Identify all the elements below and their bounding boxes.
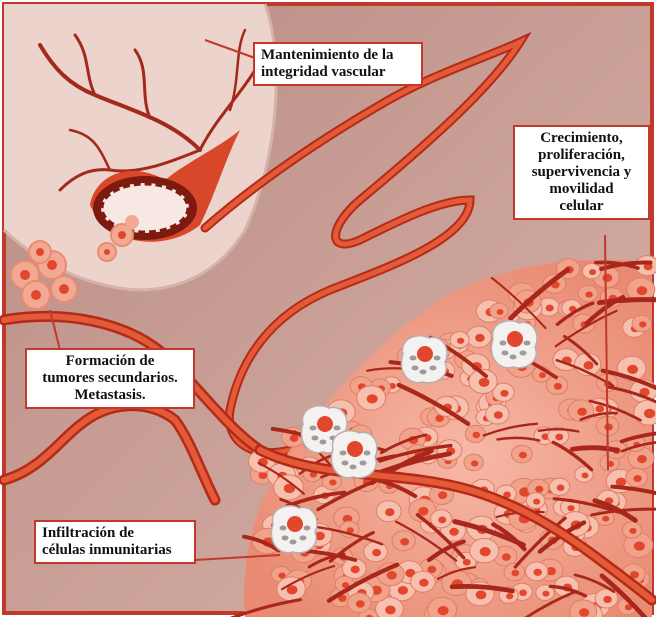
immune-cell <box>271 506 317 553</box>
label-immune-infiltration-line1: Infiltración de <box>42 525 188 542</box>
tumor-cell <box>635 256 656 276</box>
label-secondary-tumors-line3: Metastasis. <box>33 387 187 404</box>
tumor-cell <box>450 332 469 348</box>
tumor-cell <box>486 404 510 424</box>
tumor-cell <box>376 501 401 522</box>
tumor-cell <box>364 542 388 562</box>
label-cell-growth-line5: celular <box>521 198 642 215</box>
tumor-cell <box>348 593 371 613</box>
tumor-cell <box>512 445 533 463</box>
label-cell-growth-line2: proliferación, <box>521 147 642 164</box>
tumor-cell <box>622 522 641 538</box>
label-immune-infiltration: Infiltración de células inmunitarias <box>34 520 196 564</box>
tumor-cell <box>431 510 452 528</box>
tumor-cell <box>578 285 598 302</box>
label-vascular-integrity: Mantenimiento de la integridad vascular <box>253 42 423 86</box>
tumor-cell <box>357 386 386 411</box>
tumor-cell <box>466 326 491 347</box>
tumor-cell <box>464 454 483 471</box>
tumor-cell <box>549 478 569 495</box>
label-secondary-tumors: Formación de tumores secundarios. Metast… <box>25 348 195 409</box>
label-cell-growth-line3: supervivencia y <box>521 164 642 181</box>
tumor-cell <box>392 531 416 551</box>
immune-cell <box>491 321 537 368</box>
tumor-cell <box>411 571 436 592</box>
tumor-cell <box>428 597 457 617</box>
tumor-cell <box>470 538 499 563</box>
tumor-cell <box>490 303 508 319</box>
label-cell-growth: Crecimiento, proliferación, supervivenci… <box>513 125 650 220</box>
immune-cell <box>401 336 447 383</box>
tumor-cell <box>526 562 548 581</box>
label-secondary-tumors-line1: Formación de <box>33 353 187 370</box>
label-vascular-integrity-line2: integridad vascular <box>261 64 415 81</box>
tumor-cell <box>465 425 485 442</box>
immune-cell <box>331 431 377 478</box>
tumor-cell <box>274 475 304 500</box>
tumor-cell <box>632 315 651 332</box>
tumor-cell <box>626 468 648 487</box>
fibroblast <box>572 448 617 451</box>
label-secondary-tumors-line2: tumores secundarios. <box>33 370 187 387</box>
tumor-cell <box>582 263 600 279</box>
label-immune-infiltration-line2: células inmunitarias <box>42 542 188 559</box>
label-vascular-integrity-line1: Mantenimiento de la <box>261 47 415 64</box>
label-cell-growth-line1: Crecimiento, <box>521 130 642 147</box>
label-cell-growth-line4: movilidad <box>521 181 642 198</box>
